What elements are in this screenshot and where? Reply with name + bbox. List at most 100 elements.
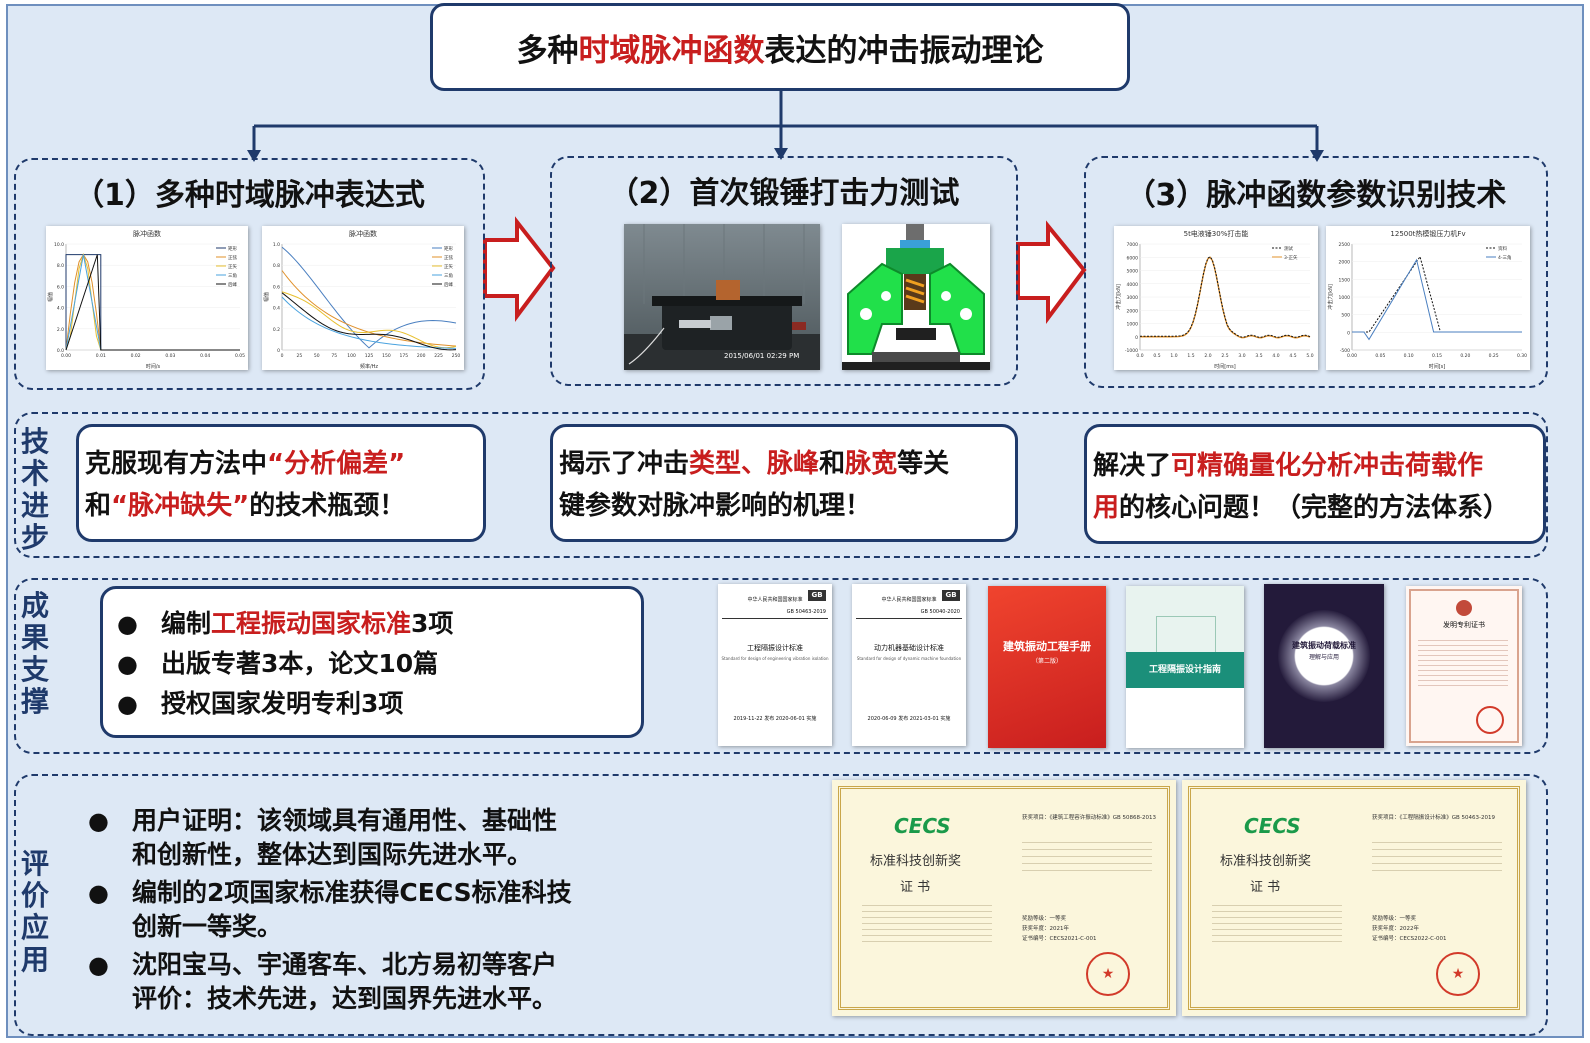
y-tick-label: 1000 <box>1127 322 1139 328</box>
chart-bg <box>1326 226 1530 370</box>
progress-box-1: 克服现有方法中“分析偏差” 和“脉冲缺失”的技术瓶颈！ <box>76 424 486 542</box>
x-tick-label: 175 <box>400 353 409 359</box>
book-cover-guide: 工程隔振设计指南 <box>1126 586 1244 748</box>
y-tick-label: 7000 <box>1127 242 1139 248</box>
y-tick-label: 1500 <box>1339 277 1351 283</box>
chart-hammer-force: 5t电液锤30%打击能-1000010002000300040005000600… <box>1114 226 1318 370</box>
x-tick-label: 0.25 <box>1489 353 1499 359</box>
y-tick-label: 0.6 <box>273 284 280 290</box>
y-axis-label: 冲击力[kN] <box>1115 284 1122 310</box>
y-tick-label: 0 <box>1347 330 1350 336</box>
title-text-post: 表达的冲击振动理论 <box>764 32 1044 69</box>
hammer-model-drawing <box>842 224 990 370</box>
x-tick-label: 125 <box>365 353 374 359</box>
chart-bg <box>1114 226 1318 370</box>
hammer-test-photo: 2015/06/01 02:29 PM <box>624 224 820 370</box>
y-tick-label: -1000 <box>1125 348 1138 354</box>
section-1-title: （1）多种时域脉冲表达式 <box>74 178 425 213</box>
y-tick-label: 2.0 <box>57 327 64 333</box>
chart-title: 5t电液锤30%打击能 <box>1184 229 1249 238</box>
progress-band <box>14 412 1548 558</box>
progress-2-line-2: 键参数对脉冲影响的机理！ <box>559 491 872 521</box>
progress-3-line-2: 用的核心问题！（完整的方法体系） <box>1093 493 1510 523</box>
series-line <box>1140 256 1311 338</box>
progress-2-line-1: 揭示了冲击类型、脉峰和脉宽等关 <box>559 449 950 479</box>
x-axis-label: 频率/Hz <box>360 363 378 370</box>
y-tick-label: 500 <box>1341 313 1350 319</box>
x-tick-label: 75 <box>331 353 337 359</box>
side-label-evaluation: 评价应用 <box>20 847 49 976</box>
chart-title: 12500t热模锻压力机Fv <box>1390 229 1465 238</box>
cecs-logo: CECS <box>1244 814 1301 838</box>
y-tick-label: 5000 <box>1127 269 1139 275</box>
section-3-title: （3）脉冲函数参数识别技术 <box>1125 178 1507 213</box>
y-tick-label: 0.4 <box>273 306 280 312</box>
x-axis-label: 时间[s] <box>1429 363 1446 370</box>
chart-title: 脉冲函数 <box>133 229 161 238</box>
book-cover-load-standard: 建筑振动荷载标准 理解与应用 <box>1264 584 1384 748</box>
x-tick-label: 200 <box>417 353 426 359</box>
y-tick-label: 0.2 <box>273 327 280 333</box>
x-tick-label: 0.15 <box>1432 353 1442 359</box>
y-tick-label: 1.0 <box>273 242 280 248</box>
legend-label: 矩形 <box>228 245 237 252</box>
x-tick-label: 0.05 <box>1375 353 1385 359</box>
x-axis-label: 时间/s <box>146 363 161 370</box>
legend-label: 正矢 <box>444 263 453 270</box>
evaluation-item-3: ●沈阳宝马、宇通客车、北方易初等客户评价：技术先进，达到国界先进水平。 <box>88 950 558 1013</box>
x-tick-label: 0.30 <box>1517 353 1527 359</box>
series-line <box>1140 256 1311 339</box>
y-tick-label: 8.0 <box>57 263 64 269</box>
series-line <box>281 292 457 351</box>
y-tick-label: -500 <box>1340 348 1350 354</box>
x-tick-label: 2.5 <box>1221 353 1228 359</box>
title-text-red: 时域脉冲函数 <box>578 32 765 69</box>
x-tick-label: 3.0 <box>1238 353 1245 359</box>
y-tick-label: 6.0 <box>57 284 64 290</box>
support-item-1: ●编制工程振动国家标准3项 <box>117 609 454 638</box>
x-tick-label: 0.5 <box>1153 353 1160 359</box>
progress-box-2: 揭示了冲击类型、脉峰和脉宽等关 键参数对脉冲影响的机理！ <box>550 424 1018 542</box>
cecs-certificate-2: CECS 标准科技创新奖 证 书 获奖项目：《工程隔振设计标准》GB 50463… <box>1182 780 1526 1016</box>
title-text-pre: 多种 <box>516 32 579 69</box>
x-tick-label: 1.5 <box>1187 353 1194 359</box>
section-2-box: （2）首次锻锤打击力测试 <box>550 156 1018 386</box>
support-band <box>14 578 1548 754</box>
y-tick-label: 0 <box>1135 335 1138 341</box>
x-tick-label: 5.0 <box>1306 353 1313 359</box>
y-tick-label: 6000 <box>1127 255 1139 261</box>
legend-label: 3-正矢 <box>1284 254 1298 261</box>
y-axis-label: 幅值 <box>263 292 270 302</box>
series-line <box>281 246 457 349</box>
section-2-title: （2）首次锻锤打击力测试 <box>608 176 960 211</box>
x-tick-label: 0.05 <box>235 353 245 359</box>
x-tick-label: 4.5 <box>1289 353 1296 359</box>
standard-cover-1: 中华人民共和国国家标准 GB GB 50463-2019 工程隔振设计标准 St… <box>718 584 832 746</box>
chart-bg <box>262 226 464 370</box>
chart-press-force: 12500t热模锻压力机Fv-500050010001500200025000.… <box>1326 226 1530 370</box>
y-axis-label: 冲击力[kN] <box>1327 284 1334 310</box>
standard-cover-2: 中华人民共和国国家标准 GB GB 50040-2020 动力机器基础设计标准 … <box>852 584 966 746</box>
x-tick-label: 1.0 <box>1170 353 1177 359</box>
photo-timestamp: 2015/06/01 02:29 PM <box>724 352 799 360</box>
series-line <box>281 296 457 349</box>
y-tick-label: 4.0 <box>57 306 64 312</box>
red-seal-icon <box>1476 706 1504 734</box>
chart-title: 脉冲函数 <box>349 229 377 238</box>
progress-box-3: 解决了可精确量化分析冲击荷载作 用的核心问题！（完整的方法体系） <box>1084 424 1546 544</box>
patent-emblem-icon <box>1456 600 1472 616</box>
x-tick-label: 3.5 <box>1255 353 1262 359</box>
y-tick-label: 0 <box>277 348 280 354</box>
support-item-2: ●出版专著3本，论文10篇 <box>117 649 439 678</box>
legend-label: 4-三角 <box>1498 254 1512 261</box>
legend-label: 正弦 <box>444 254 453 261</box>
legend-label: 正矢 <box>228 263 237 270</box>
red-seal-icon: ★ <box>1086 952 1130 996</box>
x-tick-label: 0.20 <box>1460 353 1470 359</box>
main-title: 多种时域脉冲函数表达的冲击振动理论 <box>430 3 1130 91</box>
legend-label: 正弦 <box>228 254 237 261</box>
progress-1-line-1: 克服现有方法中“分析偏差” <box>85 449 406 479</box>
x-tick-label: 0 <box>281 353 284 359</box>
y-axis-label: 幅值 <box>47 292 54 302</box>
